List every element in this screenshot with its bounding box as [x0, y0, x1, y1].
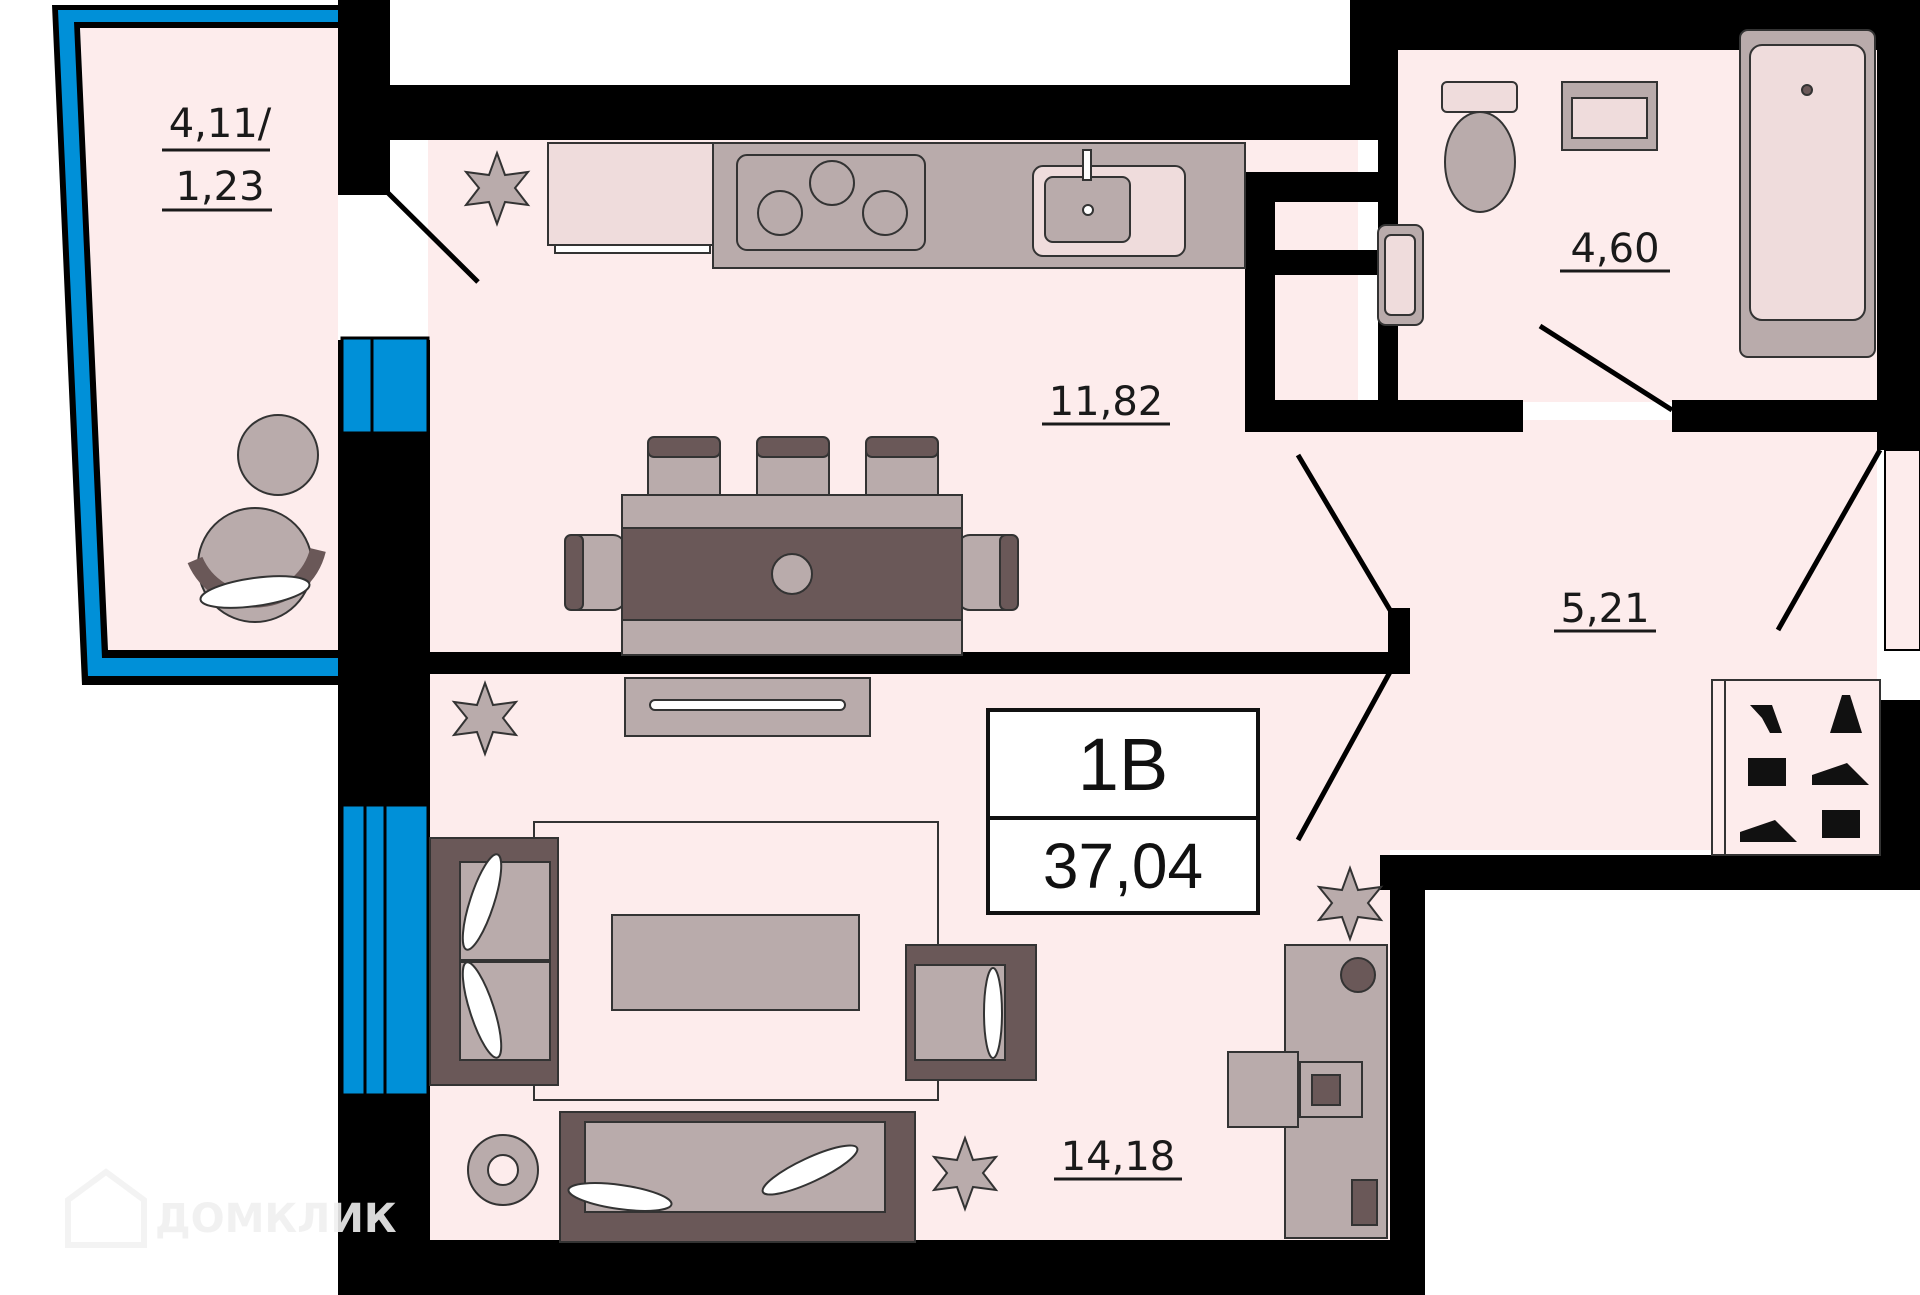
- coffee-table: [611, 914, 860, 1011]
- toilet-tank: [1441, 81, 1518, 113]
- stove: [736, 154, 926, 251]
- watermark-text: ДОМКЛИК: [155, 1196, 397, 1242]
- bathroom-area: 4,60: [1570, 226, 1659, 272]
- fridge: [547, 142, 714, 246]
- dress-icon: [1830, 695, 1862, 733]
- apartment-total-area: 37,04: [1043, 830, 1203, 902]
- door-swings: [378, 183, 1883, 842]
- hallway-area: 5,21: [1560, 586, 1649, 632]
- balcony-door-window: [340, 336, 430, 435]
- plant-icon: [931, 1135, 999, 1212]
- briefcase-icon: [1822, 810, 1860, 838]
- plant-icon: [1316, 865, 1384, 942]
- sneaker-icon: [1812, 763, 1869, 785]
- balcony-frame: [52, 5, 340, 685]
- living-furniture: [429, 677, 1388, 1243]
- plants: [451, 150, 1384, 1212]
- plant-icon: [463, 150, 531, 227]
- side-table: [237, 414, 319, 496]
- desk-chair: [1227, 1051, 1299, 1128]
- wardrobe: [1711, 679, 1881, 856]
- bathroom-fixtures: [1377, 29, 1876, 358]
- kitchen-set: [547, 142, 1246, 269]
- sneaker-icon: [1740, 820, 1797, 842]
- balcony-furniture: [187, 414, 326, 623]
- walls: [338, 0, 1920, 1295]
- balcony-area-line2: 1,23: [175, 164, 264, 210]
- apartment-type-label: 1В: [1078, 723, 1169, 806]
- shoe-icon: [1750, 705, 1782, 733]
- balcony-area-line1: 4,11/: [169, 101, 272, 147]
- toilet: [1444, 111, 1516, 213]
- dining-set: [564, 436, 1019, 656]
- windows: [340, 336, 1920, 1097]
- plant-icon: [451, 680, 519, 757]
- house-logo-icon: [65, 1168, 147, 1248]
- briefcase-icon: [1748, 758, 1786, 786]
- kitchen-area: 11,82: [1049, 379, 1164, 425]
- burner-icon: [757, 190, 803, 236]
- apartment-label-box: 1В 37,04: [986, 708, 1260, 915]
- watermark: ДОМКЛИК: [65, 1168, 397, 1248]
- room-area-labels: 4,11/ 1,23 11,82 4,60 5,21 14,18: [162, 101, 1670, 1181]
- living-room-area: 14,18: [1061, 1134, 1176, 1180]
